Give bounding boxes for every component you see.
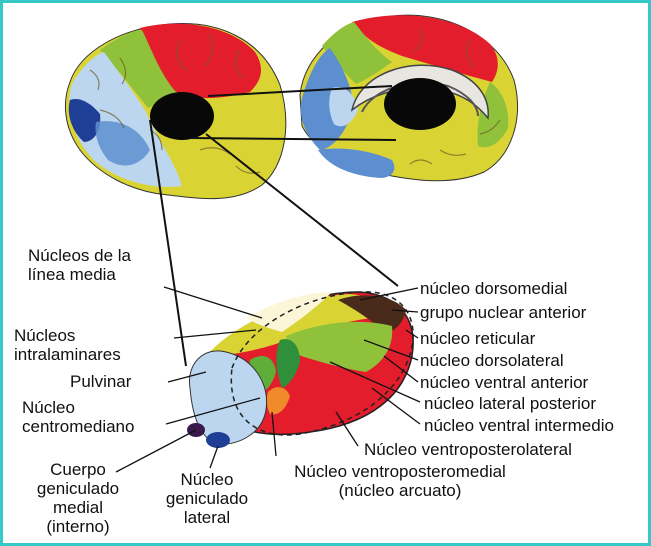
lateral-brain	[65, 24, 285, 199]
label-nucleo-dorsolateral: núcleo dorsolateral	[420, 351, 564, 370]
label-nucleos-linea-media: Núcleos de la línea media	[28, 246, 131, 284]
label-pulvinar: Pulvinar	[70, 372, 131, 391]
thalamus-3d	[187, 292, 413, 448]
ptr-geniculado-medial	[116, 430, 196, 472]
label-line: lateral	[152, 508, 262, 527]
label-line: Núcleo	[22, 398, 134, 417]
label-line: Núcleo	[152, 470, 262, 489]
lateral-thalamus-black	[150, 92, 214, 140]
label-nucleo-geniculado-lateral: Núcleo geniculado lateral	[152, 470, 262, 527]
label-line: centromediano	[22, 417, 134, 436]
label-line: intralaminares	[14, 345, 121, 364]
medial-thalamus-black	[384, 78, 456, 130]
label-line: medial	[28, 498, 128, 517]
label-nucleo-lateral-posterior: núcleo lateral posterior	[424, 394, 596, 413]
label-line: Cuerpo	[28, 460, 128, 479]
label-line: (interno)	[28, 517, 128, 536]
label-line: línea media	[28, 265, 131, 284]
label-nucleo-ventral-anterior: núcleo ventral anterior	[420, 373, 588, 392]
label-nucleo-ventroposteromedial: Núcleo ventroposteromedial (núcleo arcua…	[270, 462, 530, 500]
label-nucleo-reticular: núcleo reticular	[420, 329, 535, 348]
label-cuerpo-geniculado-medial: Cuerpo geniculado medial (interno)	[28, 460, 128, 536]
label-nucleo-ventral-intermedio: núcleo ventral intermedio	[424, 416, 614, 435]
label-line: Núcleos de la	[28, 246, 131, 265]
label-line: geniculado	[28, 479, 128, 498]
medial-brain	[300, 15, 517, 181]
label-line: geniculado	[152, 489, 262, 508]
label-nucleo-dorsomedial: núcleo dorsomedial	[420, 279, 567, 298]
label-grupo-nuclear-anterior: grupo nuclear anterior	[420, 303, 586, 322]
ptr-geniculado-lateral	[210, 446, 218, 468]
label-line: Núcleos	[14, 326, 121, 345]
label-line: (núcleo arcuato)	[270, 481, 530, 500]
lateral-geniculate-dark	[206, 432, 230, 448]
label-nucleo-ventroposterolateral: Núcleo ventroposterolateral	[364, 440, 572, 459]
label-nucleos-intralaminares: Núcleos intralaminares	[14, 326, 121, 364]
label-nucleo-centromediano: Núcleo centromediano	[22, 398, 134, 436]
label-line: Núcleo ventroposteromedial	[270, 462, 530, 481]
